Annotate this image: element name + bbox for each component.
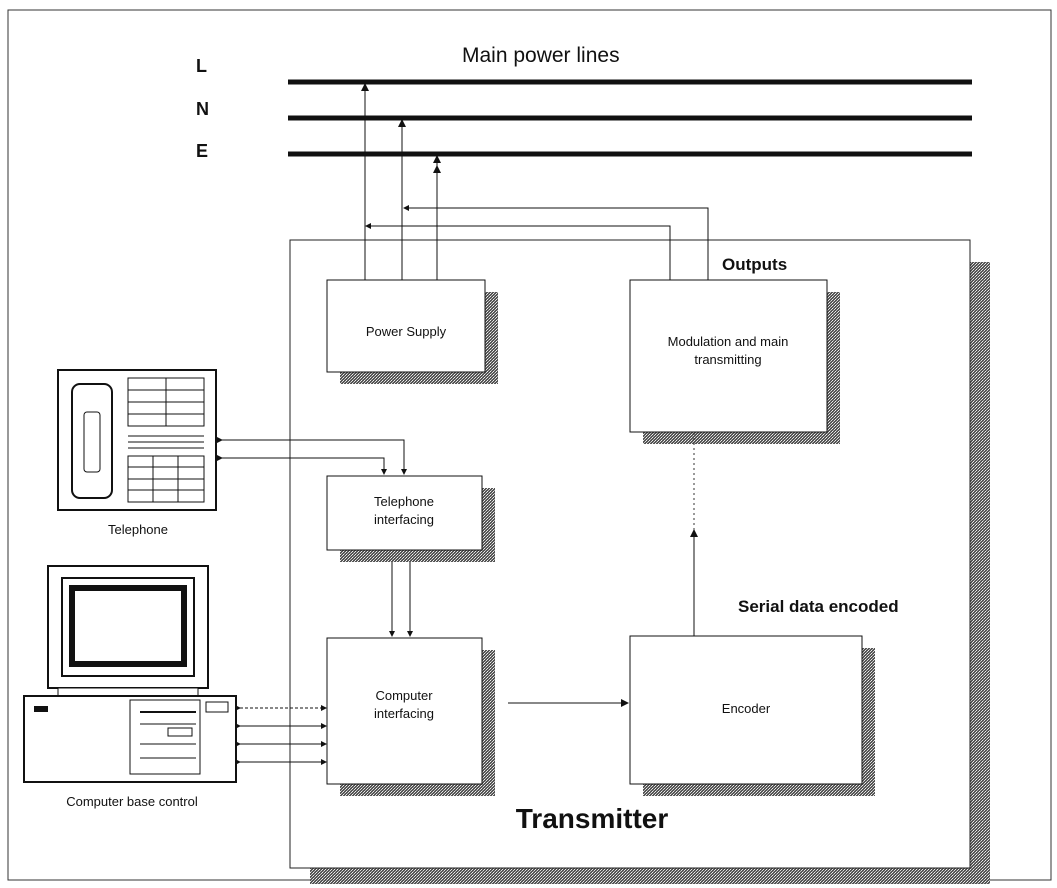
- computer-label: Computer base control: [66, 794, 198, 809]
- line-label-l: L: [196, 56, 207, 76]
- telephone-icon: [58, 370, 216, 510]
- line-label-e: E: [196, 141, 208, 161]
- modulation-label-2: transmitting: [694, 352, 761, 367]
- telephone-interfacing-label-2: interfacing: [374, 512, 434, 527]
- power-lines-title: Main power lines: [462, 44, 620, 67]
- transmitter-shadow-bottom: [310, 868, 990, 884]
- transmitter-shadow: [968, 262, 990, 882]
- power-supply-label: Power Supply: [366, 324, 447, 339]
- computer-interfacing-label-1: Computer: [375, 688, 433, 703]
- modulation-label-1: Modulation and main: [668, 334, 789, 349]
- encoder-label: Encoder: [722, 701, 771, 716]
- computer-interfacing-label-2: interfacing: [374, 706, 434, 721]
- outputs-label: Outputs: [722, 255, 787, 274]
- line-label-n: N: [196, 99, 209, 119]
- telephone-interfacing-label-1: Telephone: [374, 494, 434, 509]
- computer-icon: [24, 566, 236, 782]
- serial-data-label: Serial data encoded: [738, 597, 899, 616]
- telephone-label: Telephone: [108, 522, 168, 537]
- transmitter-label: Transmitter: [516, 803, 669, 834]
